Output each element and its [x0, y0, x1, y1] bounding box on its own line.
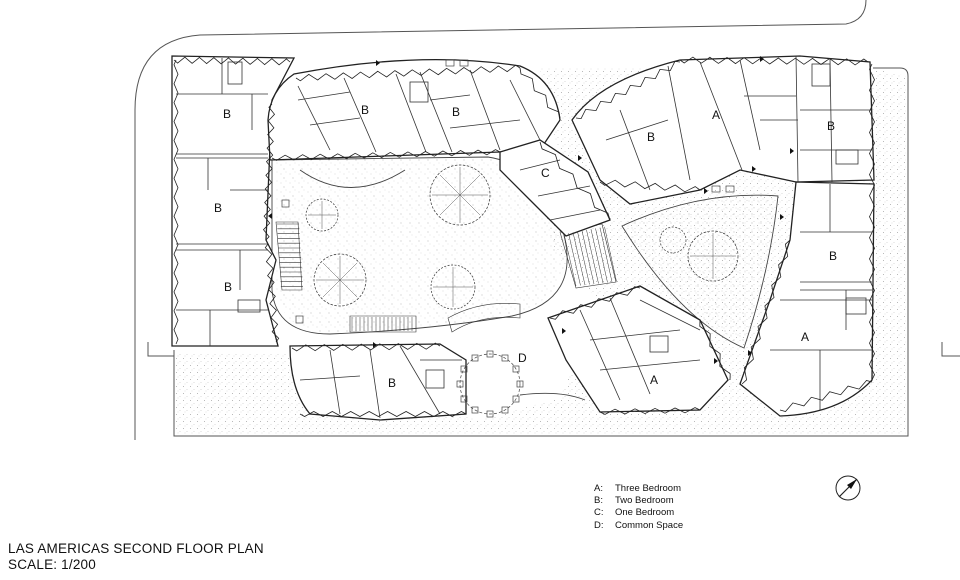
stair-treads	[351, 226, 617, 331]
facade-zigzag-segment	[679, 56, 869, 66]
unit-label: B	[452, 105, 460, 119]
chair	[471, 406, 479, 414]
chair	[460, 365, 468, 373]
unit-label: B	[827, 119, 835, 133]
facade-zigzag-segment	[264, 243, 280, 343]
building-wings	[171, 55, 875, 421]
unit-label: A	[650, 373, 658, 387]
chair	[486, 410, 494, 418]
legend-key: C:	[594, 507, 604, 519]
facade-zigzag-segment	[699, 319, 731, 381]
stair-tread	[572, 232, 586, 286]
unit-label: B	[829, 249, 837, 263]
legend-key: D:	[594, 519, 604, 531]
legend-label: Common Space	[615, 519, 684, 531]
facade-zigzag-segment	[549, 286, 641, 320]
floor-plan-drawing: B B B B B B A B C B A A B D	[134, 0, 960, 440]
stair-tread	[568, 233, 581, 286]
chair	[486, 350, 494, 358]
facade-zigzag-segment	[599, 179, 701, 193]
unit-label: B	[214, 201, 222, 215]
stair-tread	[599, 227, 613, 283]
stair-tread	[581, 230, 595, 285]
facade-zigzag-segment	[519, 67, 561, 119]
legend-key: B:	[594, 495, 603, 507]
north-arrow-icon	[835, 475, 861, 501]
stair-tread	[604, 226, 617, 282]
facade-zigzag-segment	[741, 239, 791, 385]
entry-arrows	[268, 56, 794, 364]
unit-label: B	[361, 103, 369, 117]
legend-row: A: Three Bedroom	[594, 483, 683, 495]
stair-tread	[563, 233, 577, 287]
legend: A: Three Bedroom B: Two Bedroom C: One B…	[594, 483, 683, 532]
interior-walls	[176, 55, 872, 419]
facade-zigzag-segment	[575, 60, 681, 120]
chair	[460, 395, 468, 403]
legend-label: Two Bedroom	[615, 495, 674, 507]
legend-label: Three Bedroom	[615, 483, 682, 494]
legend-row: C: One Bedroom	[594, 507, 683, 519]
facade-zigzag	[173, 56, 875, 417]
chair	[501, 406, 509, 414]
facade-zigzag-segment	[539, 141, 611, 221]
unit-label: B	[224, 280, 232, 294]
chair	[501, 354, 509, 362]
facade-zigzag-segment	[779, 380, 873, 412]
title-block: LAS AMERICAS SECOND FLOOR PLAN SCALE: 1/…	[8, 541, 264, 573]
unit-label: B	[388, 376, 396, 390]
unit-label: A	[712, 108, 720, 122]
facade-zigzag-segment	[291, 342, 441, 352]
legend-row: B: Two Bedroom	[594, 495, 683, 507]
unit-label: B	[647, 130, 655, 144]
stair-tread	[595, 228, 608, 283]
trees	[305, 164, 739, 310]
chair	[512, 395, 520, 403]
facade-zigzag-segment	[599, 407, 701, 415]
facade-zigzag-segment	[173, 56, 291, 66]
legend-key: A:	[594, 483, 603, 494]
stairs	[275, 221, 617, 333]
facade-zigzag-segment	[869, 63, 875, 381]
facade-zigzag-segment	[299, 411, 467, 417]
facade-zigzag-segment	[173, 59, 179, 345]
common-space-furniture	[281, 59, 735, 418]
legend-row: D: Common Space	[594, 520, 683, 532]
facade-zigzag-segment	[262, 103, 276, 241]
legend-label: One Bedroom	[615, 507, 675, 519]
stair-tread	[577, 231, 590, 285]
unit-label: C	[541, 166, 550, 180]
facade-zigzag-segment	[295, 64, 521, 82]
site-boundary	[134, 0, 960, 440]
unit-label: D	[518, 351, 527, 365]
facade-zigzag-segment	[271, 149, 501, 161]
chair	[456, 380, 464, 388]
unit-label: A	[801, 330, 809, 344]
unit-labels: B B B B B B A B C B A A B D	[214, 103, 837, 390]
chair	[471, 354, 479, 362]
plan-title: LAS AMERICAS SECOND FLOOR PLAN	[8, 541, 264, 556]
chair	[512, 365, 520, 373]
stair-tread	[590, 229, 604, 284]
unit-label: B	[223, 107, 231, 121]
plan-scale: SCALE: 1/200	[8, 557, 96, 572]
chair	[516, 380, 524, 388]
stair-tread	[586, 229, 599, 284]
